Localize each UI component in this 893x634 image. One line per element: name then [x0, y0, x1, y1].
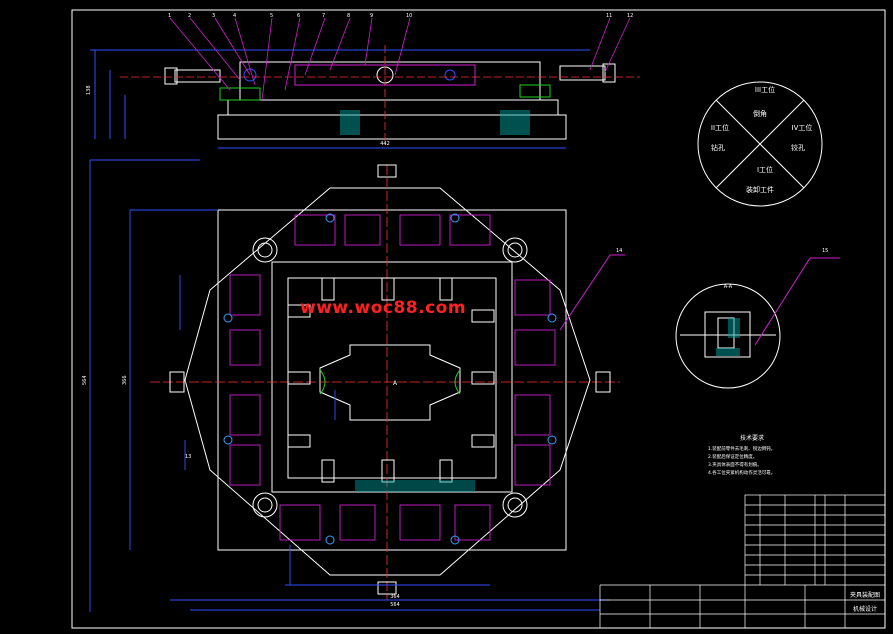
dim-main-height: 564: [82, 375, 88, 385]
balloon-5: 5: [270, 13, 273, 19]
dim-left: 366: [122, 375, 128, 385]
balloon-7: 7: [322, 13, 325, 19]
section-detail: A-A: [675, 257, 840, 389]
drawing-border: [71, 9, 886, 629]
balloon-3: 3: [212, 13, 215, 19]
tech-line-4: 4.各工位夹紧机构动作灵活可靠。: [708, 469, 775, 476]
tech-line-1: 1.装配前零件去毛刺、锐边倒钝。: [708, 445, 775, 452]
balloon-10: 10: [406, 13, 412, 19]
balloon-15: 15: [822, 248, 828, 254]
station-diagram: III工位 倒角 II工位 钻孔 IV工位 铰孔 I工位 装卸工件: [697, 81, 823, 207]
station-right-label: IV工位: [792, 123, 813, 132]
plan-view: 564 364 564 366 A: [82, 159, 625, 612]
balloon-2: 2: [188, 13, 191, 19]
section-label: A-A: [724, 284, 733, 290]
balloon-numbers: 1 2 3 4 5 6 7 8 9 10 11 12 13 14 15: [168, 13, 828, 460]
balloon-14: 14: [616, 248, 622, 254]
title-block-school: 机械设计: [853, 605, 877, 613]
station-right-sub: 铰孔: [791, 143, 805, 152]
balloon-1: 1: [168, 13, 171, 19]
station-left-label: II工位: [711, 123, 729, 132]
balloon-11: 11: [606, 13, 612, 19]
balloon-4: 4: [233, 13, 236, 19]
station-bottom-sub: 装卸工件: [746, 185, 774, 194]
balloon-9: 9: [370, 13, 373, 19]
tech-title: 技术要求: [740, 434, 764, 442]
station-bottom-label: I工位: [757, 165, 773, 174]
dim-top-height: 138: [86, 85, 92, 95]
tech-requirements: 技术要求 1.装配前零件去毛刺、锐边倒钝。 2.装配后保证定位精度。 3.夹具体…: [708, 434, 775, 476]
center-mark-a: A: [393, 380, 398, 387]
title-block: [599, 494, 886, 629]
tech-line-2: 2.装配后保证定位精度。: [708, 453, 757, 460]
dim-top-width: 442: [380, 141, 390, 147]
balloon-13: 13: [185, 454, 191, 460]
watermark-text: www.woc88.com: [300, 298, 467, 318]
balloon-12: 12: [627, 13, 633, 19]
dim-main-inner: 364: [390, 594, 400, 600]
station-left-sub: 钻孔: [711, 143, 725, 152]
balloon-8: 8: [347, 13, 350, 19]
dim-main-width: 564: [390, 602, 400, 608]
front-elevation-view: 442 138: [86, 17, 640, 149]
station-top-label: III工位: [755, 85, 775, 94]
tech-line-3: 3.夹具体表面不得有划痕。: [708, 461, 762, 468]
station-top-sub: 倒角: [753, 109, 767, 118]
balloon-6: 6: [297, 13, 300, 19]
title-block-name: 夹具装配图: [850, 591, 880, 599]
